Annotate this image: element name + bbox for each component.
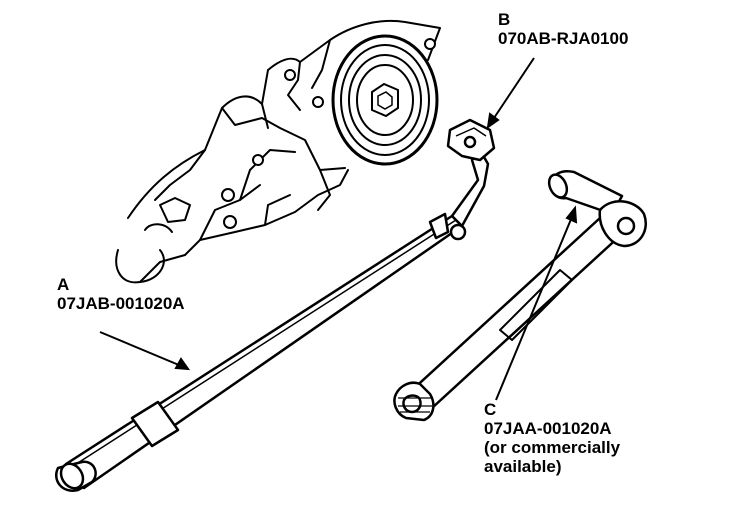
tool-a-handle	[55, 212, 467, 492]
label-c: C 07JAA-001020A (or commercially availab…	[484, 400, 620, 476]
label-a: A 07JAB-001020A	[57, 275, 185, 313]
label-c-letter: C	[484, 400, 497, 419]
label-c-note-line1: (or commercially	[484, 438, 621, 457]
label-a-letter: A	[57, 275, 70, 294]
leader-arrows	[99, 57, 578, 401]
engine-block	[115, 19, 441, 284]
label-a-part-number: 07JAB-001020A	[57, 294, 185, 313]
label-c-note-line2: available)	[484, 457, 562, 476]
tool-c-wrench	[393, 170, 647, 422]
tool-b-holder	[446, 118, 496, 228]
label-b-part-number: 070AB-RJA0100	[498, 29, 629, 48]
crankshaft-pulley	[331, 34, 439, 166]
engine-bolts	[221, 38, 436, 229]
label-b-letter: B	[498, 10, 511, 29]
label-c-part-number: 07JAA-001020A	[484, 419, 612, 438]
label-b: B 070AB-RJA0100	[498, 10, 628, 48]
